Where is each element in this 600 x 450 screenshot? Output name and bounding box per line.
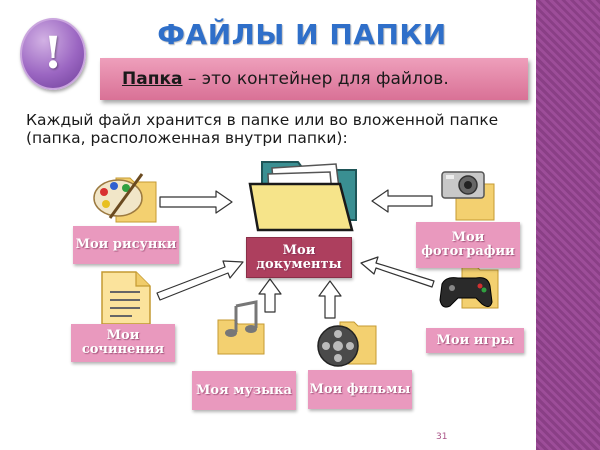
music-folder-icon bbox=[217, 300, 265, 355]
definition-term: Папка bbox=[122, 69, 183, 89]
label-pictures: Мои рисунки bbox=[73, 226, 179, 264]
side-decoration-strip bbox=[536, 0, 600, 450]
arrow-essays bbox=[156, 260, 244, 301]
arrow-games bbox=[360, 256, 435, 288]
folder-icon bbox=[248, 161, 357, 232]
definition-text: Папка – это контейнер для файлов. bbox=[122, 69, 449, 89]
arrow-movies bbox=[318, 280, 342, 319]
arrow-photos bbox=[371, 189, 433, 213]
center-label: Мои документы bbox=[246, 237, 352, 278]
label-music: Моя музыка bbox=[192, 371, 296, 410]
camera-folder-icon bbox=[441, 171, 495, 221]
arrow-pictures bbox=[159, 190, 233, 214]
label-games: Мои игры bbox=[426, 328, 524, 353]
definition-box: Папка – это контейнер для файлов. bbox=[100, 58, 528, 100]
exclamation-badge: ! bbox=[20, 18, 86, 90]
label-essays: Мои сочинения bbox=[71, 324, 175, 362]
definition-rest: – это контейнер для файлов. bbox=[182, 69, 449, 89]
page-number: 31 bbox=[436, 432, 448, 442]
gamepad-folder-icon bbox=[439, 265, 499, 309]
slide-title: ФАЙЛЫ И ПАПКИ bbox=[157, 18, 447, 51]
document-icon bbox=[101, 271, 151, 325]
label-movies: Мои фильмы bbox=[308, 370, 412, 409]
body-text: Каждый файл хранится в папке или во влож… bbox=[26, 111, 499, 147]
arrow-music bbox=[258, 278, 282, 313]
label-photos: Мои фотографии bbox=[416, 222, 520, 268]
film-folder-icon bbox=[317, 321, 377, 367]
exclamation-icon: ! bbox=[43, 28, 63, 79]
palette-folder-icon bbox=[93, 173, 157, 223]
